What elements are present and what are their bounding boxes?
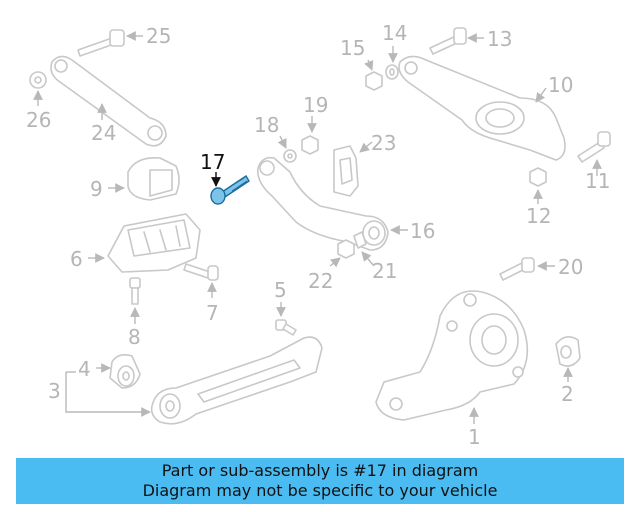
part-17-bolt-highlighted[interactable]	[210, 175, 250, 205]
part-21-washer[interactable]	[353, 231, 367, 249]
callout-7: 7	[206, 301, 219, 325]
part-20-bolt[interactable]	[499, 257, 535, 281]
callout-3: 3	[48, 379, 61, 403]
callout-1: 1	[468, 425, 481, 449]
leader-3	[65, 372, 151, 417]
part-5-bolt[interactable]	[275, 319, 297, 336]
leader-23	[359, 141, 373, 153]
callout-14: 14	[382, 21, 407, 45]
part-18-washer[interactable]	[283, 149, 297, 163]
part-7-bolt[interactable]	[183, 263, 219, 281]
callout-19: 19	[303, 93, 328, 117]
part-24-link-arm[interactable]	[50, 55, 167, 147]
leader-10	[535, 87, 547, 103]
part-16-lower-arm[interactable]	[256, 156, 389, 251]
part-1-knuckle[interactable]	[375, 290, 529, 421]
callout-23: 23	[371, 131, 396, 155]
part-19-nut[interactable]	[301, 135, 319, 155]
callout-17: 17	[200, 150, 225, 174]
callout-13: 13	[487, 27, 512, 51]
callout-10: 10	[548, 73, 573, 97]
callout-21: 21	[372, 259, 397, 283]
callout-9: 9	[90, 177, 103, 201]
callout-2: 2	[561, 382, 574, 406]
part-15-nut[interactable]	[365, 71, 383, 91]
callout-24: 24	[91, 121, 116, 145]
callout-8: 8	[128, 325, 141, 349]
leader-15	[364, 59, 374, 71]
part-3-trailing-arm[interactable]	[150, 336, 323, 425]
callout-15: 15	[340, 36, 365, 60]
part-12-nut[interactable]	[529, 167, 547, 187]
callout-6: 6	[70, 247, 83, 271]
part-10-control-arm[interactable]	[398, 55, 566, 161]
leader-22	[329, 257, 341, 268]
part-23-bracket[interactable]	[333, 145, 359, 197]
callout-18: 18	[254, 113, 279, 137]
callout-22: 22	[308, 269, 333, 293]
leader-21	[361, 251, 375, 267]
part-22-nut[interactable]	[337, 239, 355, 259]
callout-16: 16	[410, 219, 435, 243]
part-13-bolt[interactable]	[429, 27, 467, 55]
part-26-nut[interactable]	[29, 71, 47, 89]
callout-25: 25	[146, 24, 171, 48]
part-14-washer[interactable]	[385, 64, 399, 80]
part-2-bushing[interactable]	[555, 336, 581, 367]
part-8-bolt[interactable]	[129, 277, 141, 305]
info-banner: Part or sub-assembly is #17 in diagram D…	[16, 458, 624, 504]
callout-11: 11	[585, 169, 610, 193]
callout-12: 12	[526, 204, 551, 228]
part-25-bolt[interactable]	[77, 29, 125, 57]
callout-5: 5	[274, 278, 287, 302]
exploded-parts-diagram: 25 26 24 15 14 13 10	[26, 21, 611, 449]
part-11-bolt[interactable]	[577, 131, 611, 163]
callout-26: 26	[26, 108, 51, 132]
callout-4: 4	[78, 357, 91, 381]
part-9-cushion[interactable]	[127, 156, 180, 201]
banner-line-part: Part or sub-assembly is #17 in diagram	[161, 461, 479, 480]
callout-20: 20	[558, 255, 583, 279]
part-4-bushing[interactable]	[109, 354, 141, 389]
leader-18	[277, 135, 287, 149]
part-6-mount[interactable]	[107, 213, 201, 273]
banner-line-disclaimer: Diagram may not be specific to your vehi…	[142, 481, 498, 500]
